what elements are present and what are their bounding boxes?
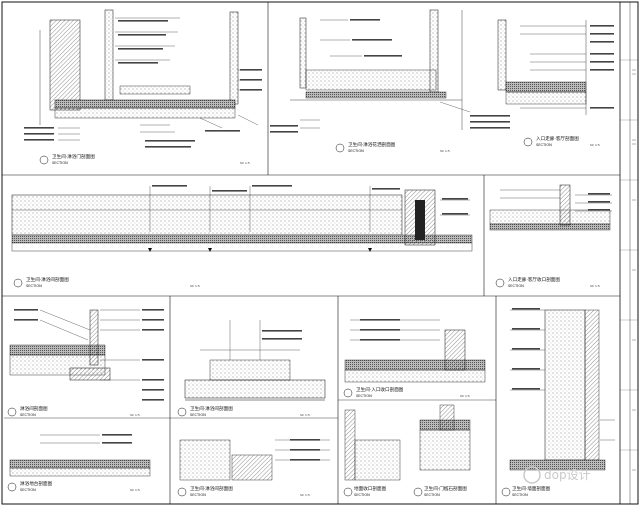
scale-label: SC 1:5 [300, 493, 310, 497]
scale-label: SC 1:5 [440, 149, 450, 153]
scale-label: SC 1:5 [240, 161, 250, 165]
detail-top-right [497, 19, 614, 147]
section-label: SECTION [354, 493, 370, 497]
section-label: SECTION [190, 493, 206, 497]
panel-title: 入口走廊·客厅剖面图 [536, 135, 579, 142]
panel-titles: 卫生间·淋浴门剖面图 SECTION SC 1:5 卫生间·淋浴花洒剖面图 SE… [20, 135, 600, 497]
section-label: SECTION [348, 149, 364, 153]
panel-title: 卫生间·入口收口剖面图 [356, 386, 404, 393]
scale-label: SC 1:5 [590, 284, 600, 288]
panel-grid [2, 2, 620, 504]
title-block [619, 2, 638, 504]
detail-bottom-4 [501, 308, 615, 497]
detail-bottom-1 [7, 309, 164, 417]
detail-bottom-1b [7, 434, 151, 492]
watermark: dop设计 [523, 466, 591, 484]
detail-top-middle [270, 9, 510, 153]
section-label: SECTION [508, 284, 524, 288]
scale-label: SC 1:5 [130, 488, 140, 492]
panel-title: 卫生间·淋浴花洒剖面图 [348, 141, 396, 148]
detail-bottom-3b [343, 409, 401, 497]
panel-title: 卫生间·门槛石剖面图 [424, 485, 467, 492]
section-label: SECTION [512, 493, 528, 497]
section-label: SECTION [536, 143, 552, 147]
section-label: SECTION [356, 394, 372, 398]
detail-middle-long [11, 185, 473, 288]
panel-title: 卫生间·淋浴门剖面图 [52, 153, 95, 160]
panel-title: 入口走廊·客厅收口剖面图 [508, 276, 560, 283]
detail-bottom-3c [413, 404, 471, 497]
panel-title: 卫生间·淋浴间剖面图 [26, 276, 69, 283]
panel-title: 淋浴地台剖面图 [20, 480, 53, 487]
detail-bottom-3 [343, 319, 486, 398]
section-label: SECTION [190, 413, 206, 417]
panel-title: 卫生间·淋浴间剖面图 [190, 485, 233, 492]
section-label: SECTION [20, 488, 36, 492]
panel-title: 地面收口剖面图 [354, 485, 387, 492]
panel-title: 卫生间·墙面剖面图 [512, 485, 551, 492]
detail-middle-right [489, 184, 612, 288]
scale-label: SC 1:5 [130, 413, 140, 417]
detail-bottom-2 [177, 320, 326, 417]
section-label: SECTION [20, 413, 36, 417]
scale-label: SC 1:5 [590, 143, 600, 147]
panel-title: 卫生间·淋浴间剖面图 [190, 405, 233, 412]
watermark-logo-icon [523, 466, 541, 484]
scale-label: SC 1:5 [460, 394, 470, 398]
section-label: SECTION [26, 284, 42, 288]
scale-label: SC 1:5 [190, 284, 200, 288]
section-label: SECTION [424, 493, 440, 497]
scale-label: SC 1:5 [300, 413, 310, 417]
section-label: SECTION [52, 161, 68, 165]
detail-bottom-2b [177, 439, 330, 497]
watermark-text: dop设计 [544, 468, 591, 482]
panel-title: 淋浴间剖面图 [20, 405, 48, 412]
detail-top-left [24, 9, 262, 165]
